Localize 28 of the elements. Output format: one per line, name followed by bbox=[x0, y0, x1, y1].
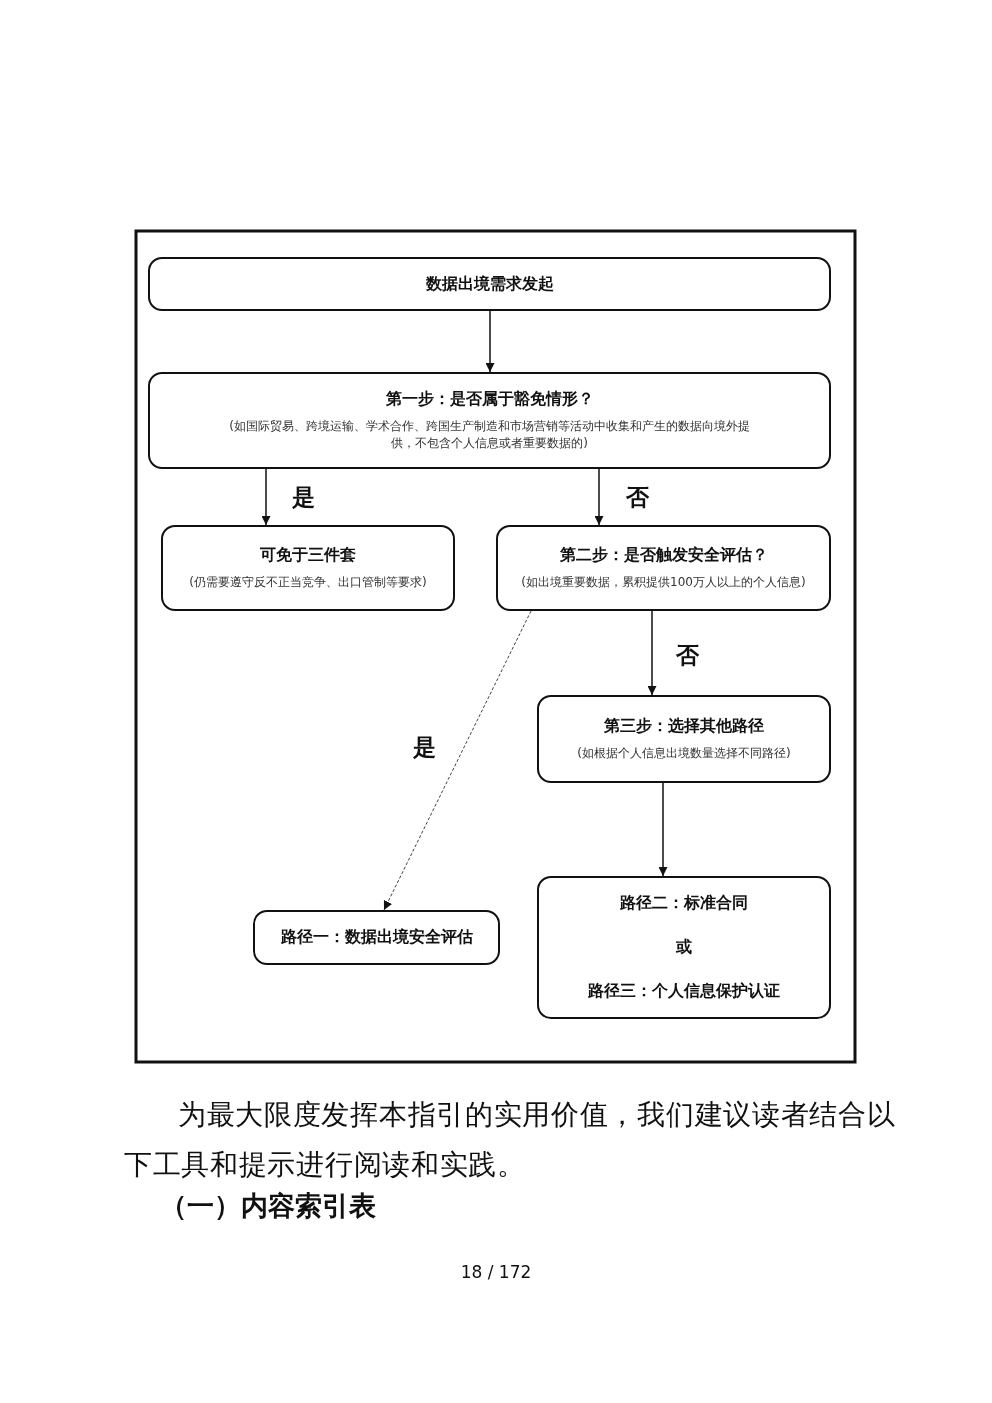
box-title: 路径一：数据出境安全评估 bbox=[280, 927, 473, 948]
arrow bbox=[261, 468, 271, 526]
box-note: (仍需要遵守反不正当竞争、出口管制等要求) bbox=[189, 574, 427, 591]
arrow bbox=[658, 782, 668, 877]
process-box bbox=[253, 910, 500, 965]
box-note: (如国际贸易、跨境运输、学术合作、跨国生产制造和市场营销等活动中收集和产生的数据向境外提供，不包含个人信息或者重要数据的) bbox=[228, 418, 751, 452]
box-title: 第三步：选择其他路径 bbox=[604, 716, 764, 738]
box-title: 第一步：是否属于豁免情形？ bbox=[385, 389, 594, 411]
section-heading: （一）内容索引表 bbox=[160, 1189, 377, 1223]
process-box bbox=[148, 372, 831, 469]
box-title: 第二步：是否触发安全评估？ bbox=[559, 545, 768, 567]
box-note: (如出境重要数据，累积提供100万人以上的个人信息) bbox=[521, 574, 806, 591]
arrow bbox=[485, 310, 495, 373]
body-paragraph: 为最大限度发挥本指引的实用价值，我们建议读者结合以下工具和提示进行阅读和实践。 bbox=[124, 1097, 897, 1183]
box-title: 路径三：个人信息保护认证 bbox=[588, 980, 780, 1002]
process-box bbox=[537, 695, 831, 783]
box-note: (如根据个人信息出境数量选择不同路径) bbox=[577, 745, 791, 762]
arrow bbox=[647, 610, 657, 696]
box-title: 可免于三件套 bbox=[260, 545, 356, 567]
process-box bbox=[537, 876, 831, 1019]
process-box bbox=[161, 525, 455, 611]
box-title: 路径二：标准合同 bbox=[620, 893, 748, 915]
process-box bbox=[496, 525, 831, 611]
process-box bbox=[148, 257, 831, 311]
page-number: 18 / 172 bbox=[459, 1262, 533, 1282]
box-title: 或 bbox=[676, 937, 692, 958]
box-title: 数据出境需求发起 bbox=[425, 273, 554, 295]
arrow bbox=[594, 468, 604, 526]
